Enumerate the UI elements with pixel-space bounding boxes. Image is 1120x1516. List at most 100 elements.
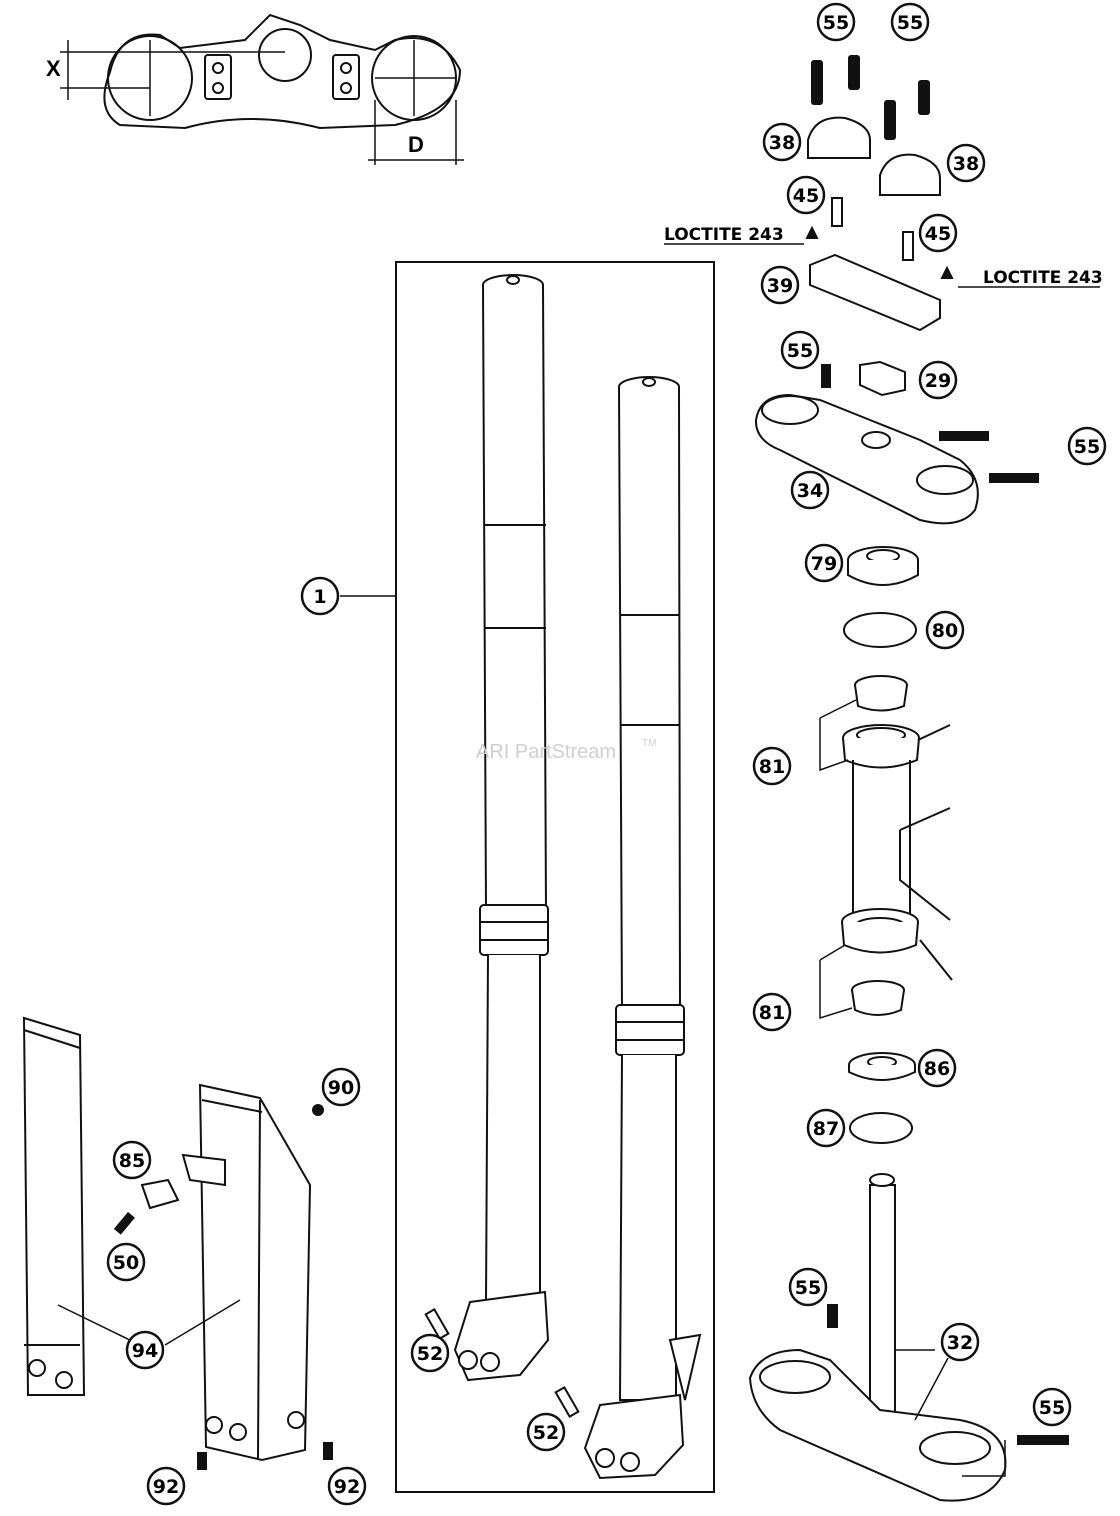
callout-circle [321,1067,361,1107]
bolt-52-upper [424,1308,450,1340]
callout-label: 87 [813,1118,839,1140]
screw-50 [113,1212,135,1235]
watermark-tm: TM [642,738,656,749]
bolt-52-lower [554,1386,580,1418]
clamp-screws-45 [805,197,954,279]
callout-92: 92 [327,1466,367,1506]
callout-label: 34 [797,480,823,502]
bracket-85 [140,1178,180,1210]
callout-label: 55 [1039,1397,1065,1419]
callout-circle [760,265,800,305]
callout-label: 55 [787,340,813,362]
callout-38: 38 [946,143,986,183]
callout-55: 55 [816,2,856,42]
loctite-label-right: LOCTITE 243 [983,268,1103,288]
callout-92: 92 [146,1466,186,1506]
top-triple-clamp [754,360,1039,525]
handlebar-screws [811,55,930,140]
callout-85: 85 [112,1140,152,1180]
callout-50: 50 [106,1242,146,1282]
callout-label: 38 [769,132,795,154]
fork-assembly-frame [395,261,715,1493]
screw-92-left [197,1452,207,1470]
fork-leg-left [453,274,550,1382]
bearing-upper-81 [842,675,920,769]
callout-circle [780,330,820,370]
callout-29: 29 [918,360,958,400]
callout-circle [526,1412,566,1452]
callout-circle [788,1267,828,1307]
callout-38: 38 [762,122,802,162]
callout-circle [917,1048,957,1088]
callout-circle [125,1330,165,1370]
callout-39: 39 [760,265,800,305]
callout-label: 29 [925,370,951,392]
leader-32 [895,1349,949,1421]
leader-81-upper [819,699,857,772]
bottom-triple-clamp [748,1173,1069,1502]
seal-86 [848,1052,916,1081]
callout-circle [806,1108,846,1148]
callout-circle [327,1466,367,1506]
dimension-x-label: X [46,56,61,81]
callout-label: 55 [1074,436,1100,458]
callout-45: 45 [786,175,826,215]
callout-1: 1 [300,576,340,616]
callout-circle [918,360,958,400]
frame-head-tube [852,724,953,981]
loctite-label-left: LOCTITE 243 [664,225,784,245]
callout-52: 52 [526,1412,566,1452]
callout-label: 80 [932,620,958,642]
leader-55-bottom [962,1440,1006,1477]
callout-circle [762,122,802,162]
callout-circle [752,992,792,1032]
callout-79: 79 [804,543,844,583]
nut-90 [312,1104,324,1116]
screw-92-right [323,1442,333,1460]
callout-circle [410,1333,450,1373]
callout-90: 90 [321,1067,361,1107]
callout-circle [786,175,826,215]
callout-label: 38 [953,153,979,175]
o-ring-87 [849,1112,913,1144]
callout-label: 45 [793,185,819,207]
callout-86: 86 [917,1048,957,1088]
callout-55: 55 [780,330,820,370]
callout-label: 55 [823,12,849,34]
bearing-seal-79 [847,546,919,586]
callout-circle [918,213,958,253]
callout-label: 45 [925,223,951,245]
callout-label: 79 [811,553,837,575]
callout-label: 90 [328,1077,354,1099]
handlebar-clamp-lower [809,253,941,332]
callout-circle [146,1466,186,1506]
fork-guard-front [22,1016,86,1396]
callout-55: 55 [788,1267,828,1307]
fork-leg-right [583,376,702,1480]
handlebar-clamp-upper [807,116,941,196]
callout-circle [940,1322,980,1362]
callout-label: 52 [417,1343,443,1365]
callout-label: 92 [334,1476,360,1498]
callout-circle [925,610,965,650]
callout-circle [946,143,986,183]
callout-label: 81 [759,1002,785,1024]
dimension-d-label: D [408,132,424,157]
callout-label: 39 [767,275,793,297]
callout-label: 55 [897,12,923,34]
callout-94: 94 [125,1330,165,1370]
o-ring-80 [843,612,917,648]
callout-label: 55 [795,1277,821,1299]
callout-label: 32 [947,1332,973,1354]
callout-circle [300,576,340,616]
callout-34: 34 [790,470,830,510]
callout-45: 45 [918,213,958,253]
leader-81-lower [819,944,853,1020]
callout-81: 81 [752,992,792,1032]
callout-label: 1 [313,586,326,608]
callout-circle [804,543,844,583]
callout-label: 52 [533,1422,559,1444]
callout-label: 94 [132,1340,158,1362]
callout-label: 50 [113,1252,139,1274]
